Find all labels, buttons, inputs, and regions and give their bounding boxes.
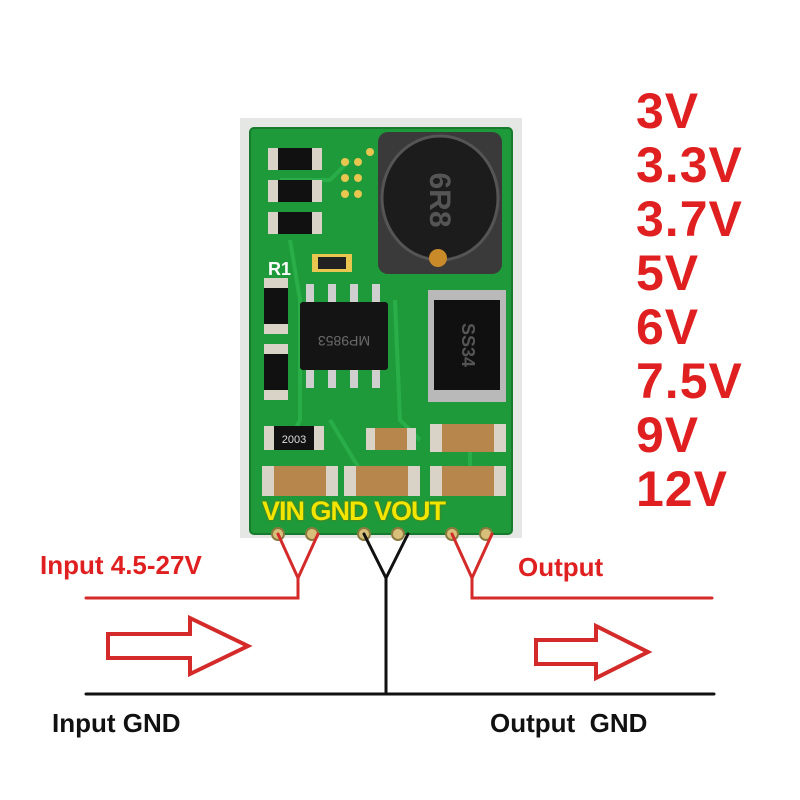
smd-resistor: [264, 344, 288, 400]
input-voltage-label: Input 4.5-27V: [40, 550, 202, 580]
output-wire: [450, 532, 714, 600]
r1-label: R1: [268, 259, 291, 279]
smd-resistor: [268, 180, 322, 202]
diode-marking: SS34: [458, 323, 478, 367]
voltage-option: 9V: [636, 407, 700, 463]
resistor-2003-marking: 2003: [282, 434, 306, 446]
voltage-option: 6V: [636, 299, 700, 355]
via-grid: [341, 148, 374, 198]
output-label: Output: [518, 552, 604, 582]
smd-capacitor: [366, 428, 416, 450]
voltage-option: 5V: [636, 245, 700, 301]
smd-capacitor: [312, 254, 352, 272]
smd-resistor: [268, 148, 322, 170]
diode: SS34: [428, 290, 506, 402]
inductor-marking: 6R8: [423, 172, 456, 227]
ic-chip: MP9853: [300, 284, 388, 388]
smd-resistor: [264, 278, 288, 334]
chip-marking: MP9853: [318, 333, 370, 349]
smd-resistor: [268, 212, 322, 234]
smd-capacitor: [430, 424, 506, 452]
input-flow-arrow: [106, 614, 253, 678]
ground-wire: [84, 532, 716, 696]
input-wire: [84, 532, 320, 600]
voltage-option: 3.3V: [636, 137, 743, 193]
output-voltage-list: 3V 3.3V 3.7V 5V 6V 7.5V 9V 12V: [636, 84, 796, 516]
voltage-option: 3.7V: [636, 191, 743, 247]
pin-labels: VIN GND VOUT: [262, 496, 446, 526]
voltage-option: 3V: [636, 83, 700, 139]
voltage-option: 7.5V: [636, 353, 743, 409]
smd-capacitor: [344, 466, 420, 496]
smd-capacitor: [262, 466, 338, 496]
smd-capacitor: [430, 466, 506, 496]
output-flow-arrow: [534, 622, 653, 682]
inductor: 6R8: [378, 132, 502, 274]
voltage-option: 12V: [636, 461, 728, 517]
output-gnd-label: Output GND: [490, 708, 648, 738]
smd-resistor: 2003: [264, 426, 324, 450]
input-gnd-label: Input GND: [52, 708, 181, 738]
